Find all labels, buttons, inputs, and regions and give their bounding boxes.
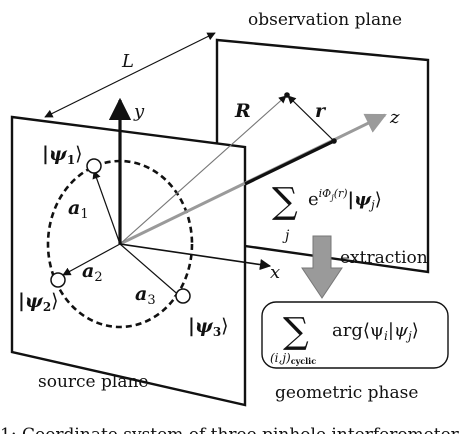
- extraction-label: extraction: [340, 248, 428, 268]
- svg-text:arg⟨ψi|ψj⟩: arg⟨ψi|ψj⟩: [332, 320, 419, 343]
- x-label: x: [270, 262, 280, 283]
- x-axis: [119, 243, 272, 271]
- superposition-formula: ∑ j eiΦj(r)|ψj⟩: [272, 181, 382, 244]
- extraction-arrow: [301, 235, 343, 299]
- source-plane-label: source plane: [38, 372, 148, 392]
- psi1-label: |ψ1⟩: [42, 143, 83, 167]
- a2-label: a2: [82, 260, 103, 285]
- a2-vector: [62, 243, 121, 276]
- svg-text:(i,j)cyclic: (i,j)cyclic: [270, 351, 316, 366]
- r-label: r: [315, 100, 327, 122]
- pinhole-1: [86, 158, 102, 174]
- source-plane: [10, 115, 247, 407]
- z-axis-bold-segment: [244, 139, 335, 186]
- R-vector: [119, 95, 287, 245]
- r-origin-dot: [331, 138, 337, 144]
- R-endpoint-dot: [284, 92, 290, 98]
- geometric-phase-formula: ∑ (i,j)cyclic arg⟨ψi|ψj⟩: [270, 311, 419, 366]
- pinhole-3: [175, 288, 191, 304]
- observation-plane-label: observation plane: [248, 10, 402, 30]
- psi2-label: |ψ2⟩: [18, 290, 59, 314]
- geometric-phase-label: geometric phase: [275, 383, 418, 403]
- r-vector: [287, 95, 335, 142]
- y-label: y: [133, 101, 145, 122]
- L-dimension-line: [44, 32, 216, 118]
- a3-vector: [119, 243, 183, 299]
- svg-text:∑: ∑: [272, 181, 298, 222]
- a1-label: a1: [68, 197, 89, 222]
- svg-text:∑: ∑: [283, 311, 309, 352]
- pinhole-2: [50, 272, 66, 288]
- svg-text:eiΦj(r)|ψj⟩: eiΦj(r)|ψj⟩: [308, 187, 382, 212]
- z-label: z: [389, 107, 400, 128]
- a3-label: a3: [135, 283, 156, 308]
- svg-text:j: j: [282, 228, 290, 244]
- R-label: R: [234, 100, 251, 122]
- a1-vector: [92, 170, 121, 245]
- geometric-phase-box: [261, 301, 449, 369]
- caption-fragment: 1: Coordinate system of three pinhole in…: [0, 425, 460, 434]
- psi3-label: |ψ3⟩: [188, 315, 229, 339]
- L-label: L: [121, 51, 134, 72]
